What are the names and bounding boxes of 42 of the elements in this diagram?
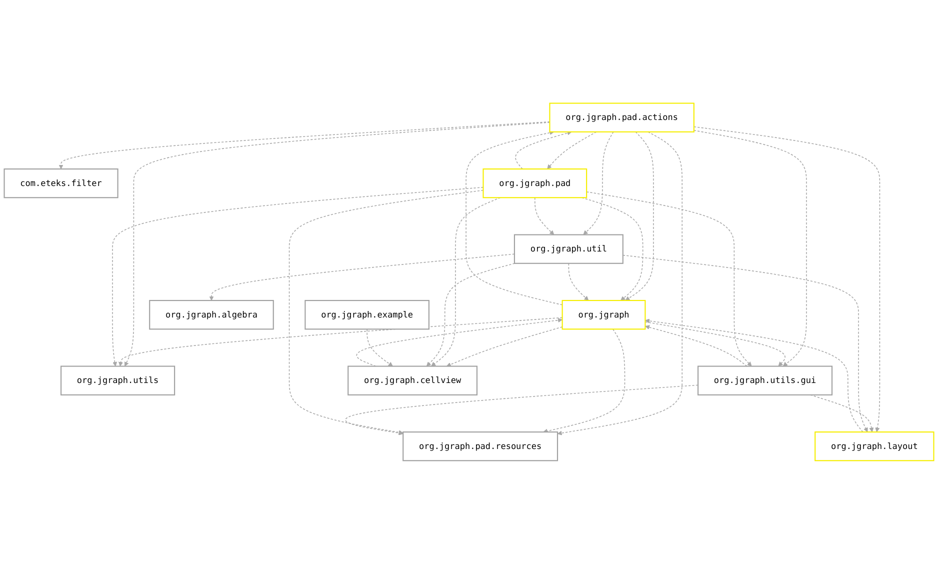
arrow — [547, 131, 597, 169]
arrow — [694, 130, 807, 366]
node-box: com.eteks.filter — [4, 168, 118, 198]
node-box: org.jgraph.algebra — [149, 300, 274, 330]
arrow — [58, 120, 550, 169]
arrow — [622, 254, 868, 432]
arrow — [644, 318, 864, 432]
arrow — [582, 196, 644, 300]
arrow — [694, 126, 880, 432]
arrow — [625, 131, 654, 300]
arrow — [356, 318, 563, 366]
node-box: org.jgraph.utils — [60, 365, 176, 395]
arrow — [586, 191, 752, 366]
arrow — [534, 196, 554, 235]
arrow — [366, 328, 393, 366]
arrow — [118, 316, 563, 366]
node-box: org.jgraph.pad — [482, 168, 588, 198]
arrow — [583, 131, 614, 235]
arrow — [446, 326, 563, 366]
arrow — [124, 122, 550, 366]
node-box: org.jgraph.pad.resources — [402, 431, 558, 461]
arrow — [543, 328, 626, 433]
arrow — [557, 131, 683, 435]
arrow — [345, 384, 698, 435]
node-box: org.jgraph.utils.gui — [698, 365, 833, 395]
arrow — [810, 394, 874, 432]
node-box: org.jgraph.layout — [814, 431, 934, 461]
arrow — [288, 189, 484, 434]
node-box: org.jgraph.example — [304, 300, 430, 330]
arrow — [209, 253, 515, 300]
arrow — [466, 130, 563, 305]
arrow — [644, 321, 786, 366]
arrow — [568, 262, 589, 300]
arrow — [431, 196, 501, 366]
node-box: org.jgraph.cellview — [348, 365, 478, 395]
arrow — [515, 130, 572, 169]
arrow — [644, 324, 748, 366]
arrow — [112, 186, 484, 366]
arrow — [426, 262, 516, 366]
node-box: org.jgraph.pad.actions — [549, 102, 694, 132]
node-box: org.jgraph — [562, 300, 646, 330]
node-box: org.jgraph.util — [514, 234, 624, 264]
